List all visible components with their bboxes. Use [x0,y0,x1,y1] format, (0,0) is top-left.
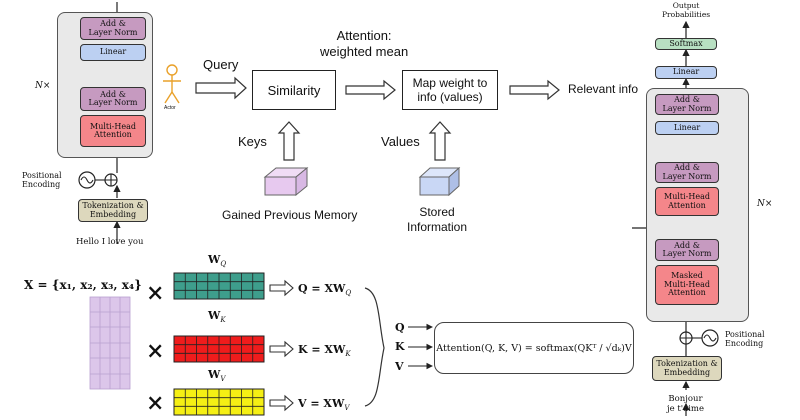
encoder-add-norm-top-label: Add & Layer Norm [88,19,138,37]
weight-matrices [173,272,265,416]
encoder-positional-label: Positional Encoding [22,171,62,190]
qkv-bracket [364,287,385,407]
query-label: Query [203,57,239,72]
decoder-multi-head-attention: Multi-Head Attention [655,187,719,216]
decoder-linear-top: Linear [655,66,717,79]
q-input-label: Q [395,321,405,334]
stored-caption: Stored Information [407,205,468,234]
encoder-linear-label: Linear [99,47,127,57]
memory-caption: Gained Previous Memory [222,208,358,222]
wv-letter: W [208,368,221,381]
attention-title: Attention: weighted mean [320,28,409,60]
decoder-add-norm-2-label: Add & Layer Norm [662,163,712,181]
encoder-embedding-label: Tokenization & Embedding [82,201,144,219]
encoder-add-norm-bottom-label: Add & Layer Norm [88,89,138,107]
v-equation-subscript: V [344,404,350,413]
decoder-softmax: Softmax [655,38,717,50]
actor-label: Actor [164,105,176,111]
wk-subscript: K [220,316,226,325]
wv-label: WV [208,369,225,383]
times-sign-k: × [146,338,165,364]
times-sign-v: × [146,390,165,416]
times-sign-q: × [146,280,165,306]
decoder-masked-attention: Masked Multi-Head Attention [655,265,719,305]
q-equation-text: Q = XW [298,282,346,295]
v-input-label: V [395,360,404,373]
values-label: Values [381,134,420,149]
wk-letter: W [208,309,221,322]
attention-formula-box: Attention(Q, K, V) = softmax(QKᵀ / √dₖ)V [434,322,634,374]
analogy-arrows [195,76,560,161]
wq-matrix [173,272,265,300]
encoder-add-norm-top: Add & Layer Norm [80,17,146,40]
output-probabilities-label: Output Probabilities [662,1,711,19]
decoder-repeat-label: N× [757,199,773,209]
v-equation-text: V = XW [298,397,345,410]
k-equation-text: K = XW [298,343,346,356]
x-definition: X = {x₁, x₂, x₃, x₄} [24,278,142,292]
matrix-to-equation-arrows [269,279,294,412]
decoder-linear-inner-label: Linear [673,122,701,132]
decoder-softmax-label: Softmax [669,38,703,48]
keys-label: Keys [238,134,267,149]
wv-matrix [173,388,265,416]
k-equation-subscript: K [345,350,351,359]
decoder-multi-head-label: Multi-Head Attention [664,192,710,210]
encoder-multi-head-label: Multi-Head Attention [90,121,136,139]
decoder-add-norm-3: Add & Layer Norm [655,239,719,261]
encoder-repeat-label: N× [35,81,51,91]
encoder-multi-head-attention: Multi-Head Attention [80,115,146,147]
x-matrix [89,296,131,390]
qkv-input-arrows [408,323,434,370]
wv-subscript: V [220,375,226,384]
encoder-linear: Linear [80,44,146,61]
wq-letter: W [208,253,221,266]
wq-label: WQ [208,254,226,268]
attention-formula: Attention(Q, K, V) = softmax(QKᵀ / √dₖ)V [436,342,632,354]
q-equation: Q = XWQ [298,283,351,297]
encoder-add-norm-bottom: Add & Layer Norm [80,87,146,111]
decoder-masked-label: Masked Multi-Head Attention [664,271,710,298]
decoder-embedding: Tokenization & Embedding [652,356,722,381]
decoder-embedding-label: Tokenization & Embedding [656,359,718,377]
actor-icon [163,64,181,104]
k-input-label: K [395,340,405,353]
encoder-embedding: Tokenization & Embedding [78,199,148,222]
similarity-label: Similarity [267,82,321,98]
decoder-add-norm-1-label: Add & Layer Norm [662,95,712,113]
wk-label: WK [208,310,226,324]
decoder-add-norm-3-label: Add & Layer Norm [662,240,712,258]
decoder-linear-inner: Linear [655,121,719,135]
v-equation: V = XWV [298,398,349,412]
q-equation-subscript: Q [345,289,352,298]
decoder-add-norm-2: Add & Layer Norm [655,162,719,183]
decoder-linear-top-label: Linear [672,67,700,77]
k-equation: K = XWK [298,344,351,358]
decoder-positional-label: Positional Encoding [725,330,765,349]
stored-cube-icon [418,166,461,197]
map-weight-label: Map weight to info (values) [412,75,488,104]
encoder-input-text: Hello I love you [76,237,144,247]
similarity-box: Similarity [252,70,336,110]
map-weight-box: Map weight to info (values) [402,70,498,110]
wk-matrix [173,335,265,363]
relevant-info-label: Relevant info [568,82,639,96]
decoder-input-text: Bonjour je t'aime [667,394,704,414]
memory-cube-icon [263,166,309,197]
decoder-add-norm-1: Add & Layer Norm [655,94,719,115]
wq-subscript: Q [220,260,227,269]
